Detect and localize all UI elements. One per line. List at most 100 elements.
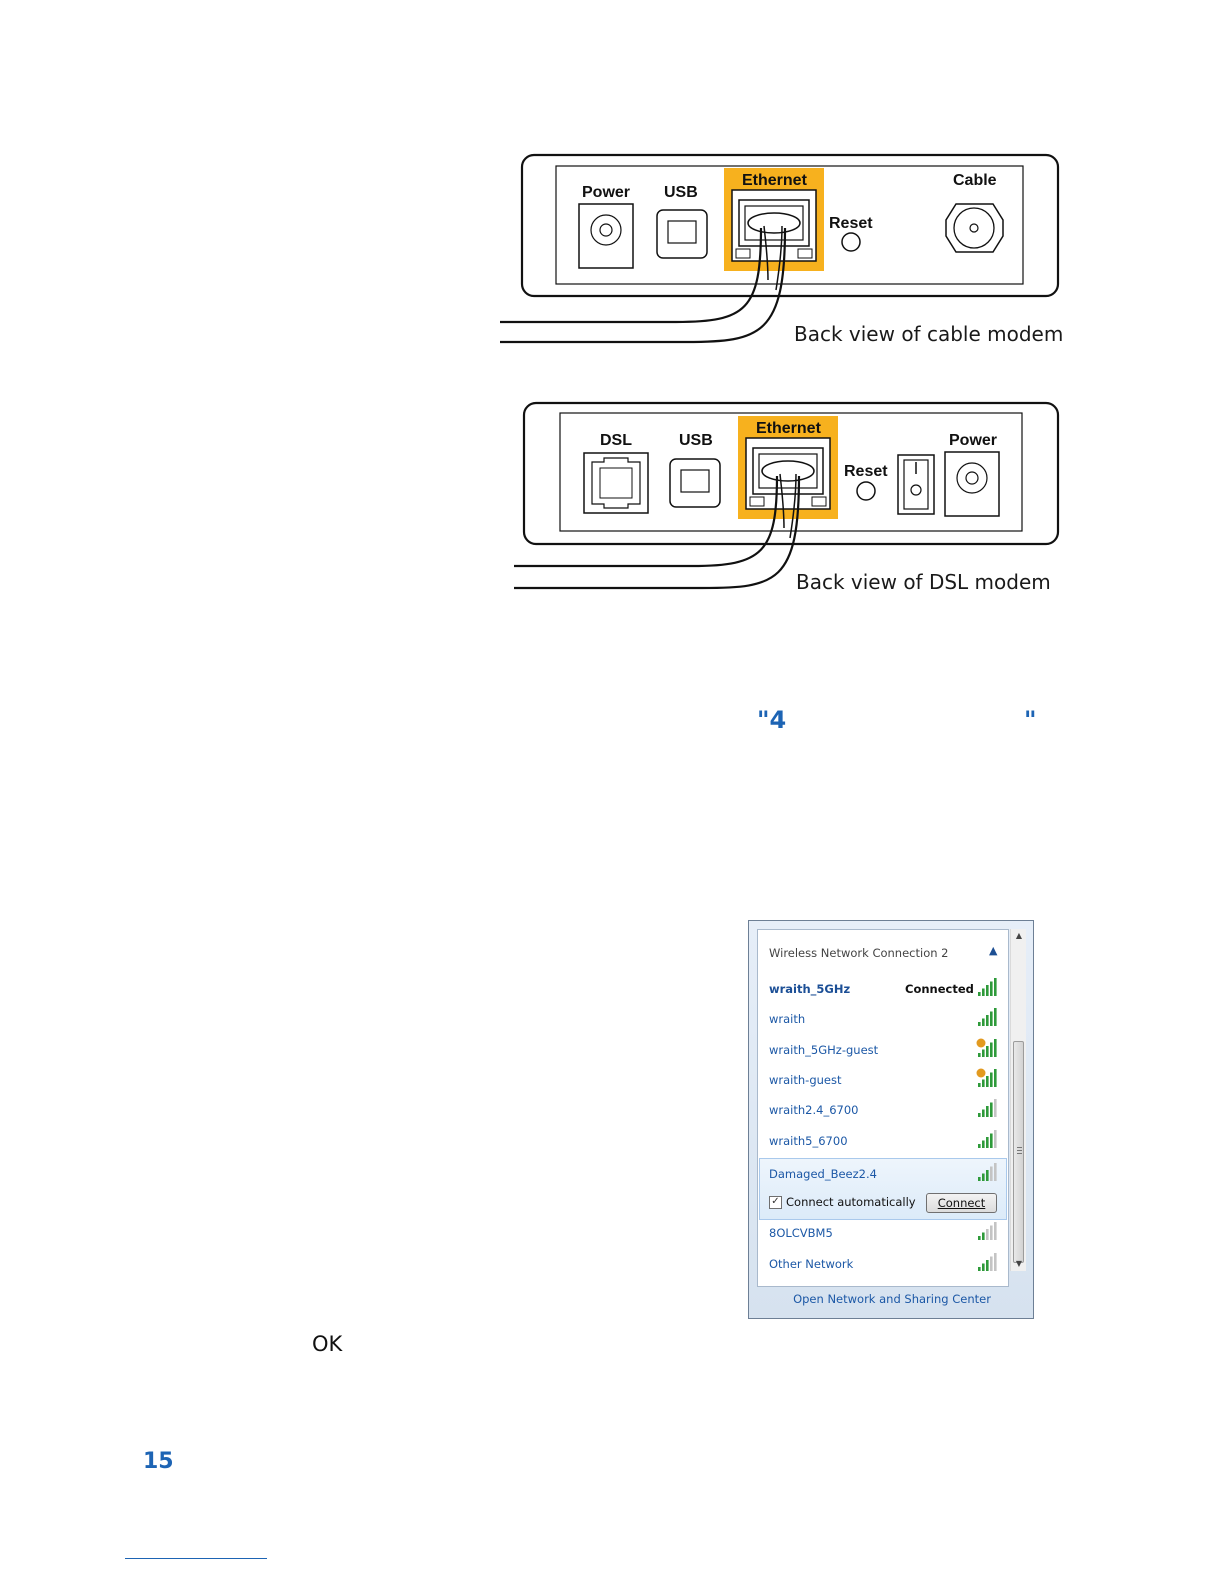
signal-bar [990, 1256, 993, 1271]
network-row[interactable]: wraith-guest [758, 1065, 1008, 1095]
signal-bar [978, 1143, 981, 1148]
signal-bar [994, 1008, 997, 1027]
network-row[interactable]: wraith_5GHz-guest [758, 1035, 1008, 1065]
signal-bar [978, 1022, 981, 1027]
signal-bar [986, 1260, 989, 1271]
connection-header[interactable]: Wireless Network Connection 2 ▲ [758, 944, 1008, 962]
chevron-up-icon[interactable]: ▲ [989, 944, 998, 957]
signal-bar [990, 1011, 993, 1027]
signal-bar [982, 1109, 985, 1118]
cable-coax-label: Cable [953, 172, 997, 189]
signal-bar [986, 1170, 989, 1181]
network-name: wraith-guest [769, 1072, 842, 1087]
signal-bar [978, 1082, 981, 1087]
signal-bar [990, 981, 993, 996]
connection-header-label: Wireless Network Connection 2 [769, 946, 949, 960]
network-name: wraith2.4_6700 [769, 1103, 859, 1118]
network-row[interactable]: wraith5_6700 [758, 1126, 1008, 1156]
signal-bar [982, 1079, 985, 1087]
signal-bar [978, 1177, 981, 1181]
cable-usb-label: USB [664, 184, 698, 201]
page-number: 15 [143, 1449, 174, 1474]
cable-reset-button [841, 232, 861, 252]
cable-coax-port [945, 203, 1004, 253]
signal-bar [986, 1045, 989, 1057]
dsl-ethernet-label: Ethernet [756, 420, 822, 437]
network-name: wraith [769, 1012, 806, 1027]
signal-bar [994, 1099, 997, 1118]
signal-bar [982, 1232, 985, 1240]
network-list: Wireless Network Connection 2 ▲ wraith_5… [757, 929, 1009, 1287]
network-row[interactable]: wraith [758, 1004, 1008, 1034]
connect-button[interactable]: Connect [926, 1193, 997, 1213]
signal-strength-icon [978, 978, 997, 996]
signal-bar [990, 1133, 993, 1148]
signal-bar [978, 1267, 981, 1271]
signal-strength-icon [976, 1038, 997, 1057]
dsl-caption: Back view of DSL modem [796, 570, 1051, 594]
signal-bar [986, 1075, 989, 1087]
signal-strength-icon [976, 1068, 997, 1087]
signal-bar [990, 1166, 993, 1181]
cable-power-port [578, 203, 634, 269]
signal-bar [994, 1222, 997, 1240]
cable-modem-diagram: Power USB Ethernet Reset Cable Back view… [500, 153, 1063, 346]
scroll-down-arrow-icon[interactable]: ▼ [1015, 1259, 1023, 1268]
signal-bar [982, 1140, 985, 1148]
scroll-up-arrow-icon[interactable]: ▲ [1015, 931, 1023, 940]
network-name: 8OLCVBM5 [769, 1226, 833, 1240]
dsl-dsl-label: DSL [600, 432, 632, 449]
signal-bar [994, 1129, 997, 1148]
dsl-reset-button [856, 481, 876, 501]
footer-rule [125, 1558, 267, 1559]
open-quote-mark: "4 [757, 706, 787, 734]
connect-automatically-label: Connect automatically [786, 1195, 916, 1209]
security-warning-icon [976, 1038, 986, 1048]
dsl-ethernet-port [745, 437, 831, 510]
signal-bar [982, 988, 985, 996]
cable-caption: Back view of cable modem [794, 322, 1063, 346]
signal-bar [978, 1236, 981, 1240]
dsl-usb-port [669, 458, 721, 508]
dsl-power-label: Power [949, 432, 997, 449]
signal-bar [994, 1068, 997, 1087]
signal-bar [994, 978, 997, 996]
cable-ethernet-label: Ethernet [742, 172, 808, 189]
signal-bar [986, 1106, 989, 1118]
signal-bar [990, 1225, 993, 1240]
dsl-usb-label: USB [679, 432, 713, 449]
signal-bar [986, 985, 989, 996]
signal-strength-icon [978, 1099, 997, 1118]
signal-strength-icon [978, 1129, 997, 1148]
ok-text: OK [312, 1332, 343, 1356]
network-list-scrollbar[interactable]: ▲ ▼ [1010, 929, 1026, 1271]
scroll-thumb[interactable] [1013, 1041, 1024, 1263]
close-quote-mark: " [1024, 706, 1037, 734]
signal-bar [986, 1229, 989, 1240]
signal-bar [994, 1038, 997, 1057]
cable-ethernet-cord [500, 227, 787, 344]
selected-network[interactable]: Damaged_Beez2.4 ✓ Connect automatically … [759, 1158, 1007, 1220]
signal-bar [990, 1102, 993, 1118]
signal-bar [982, 1018, 985, 1027]
network-name: wraith_5GHz [769, 982, 851, 996]
signal-bar [994, 1253, 997, 1271]
network-row[interactable]: 8OLCVBM5 [758, 1218, 1008, 1248]
network-name: wraith5_6700 [769, 1133, 848, 1148]
signal-strength-icon [978, 1163, 997, 1181]
connect-automatically-checkbox[interactable]: ✓ [769, 1196, 782, 1209]
dsl-modem-diagram: DSL USB Ethernet Reset Power Back view o [514, 401, 1060, 594]
signal-bar [982, 1049, 985, 1057]
open-network-sharing-center-link[interactable]: Open Network and Sharing Center [793, 1292, 991, 1306]
network-row[interactable]: Other Network [758, 1249, 1008, 1279]
network-name: wraith_5GHz-guest [769, 1042, 879, 1057]
cable-ethernet-port [731, 189, 817, 262]
network-row[interactable]: wraith2.4_6700 [758, 1095, 1008, 1125]
cable-power-label: Power [582, 184, 630, 201]
signal-strength-icon [978, 1222, 997, 1240]
signal-bar [986, 1015, 989, 1027]
dsl-ethernet-cord [514, 475, 801, 590]
signal-bar [978, 992, 981, 996]
dsl-reset-label: Reset [844, 463, 888, 480]
